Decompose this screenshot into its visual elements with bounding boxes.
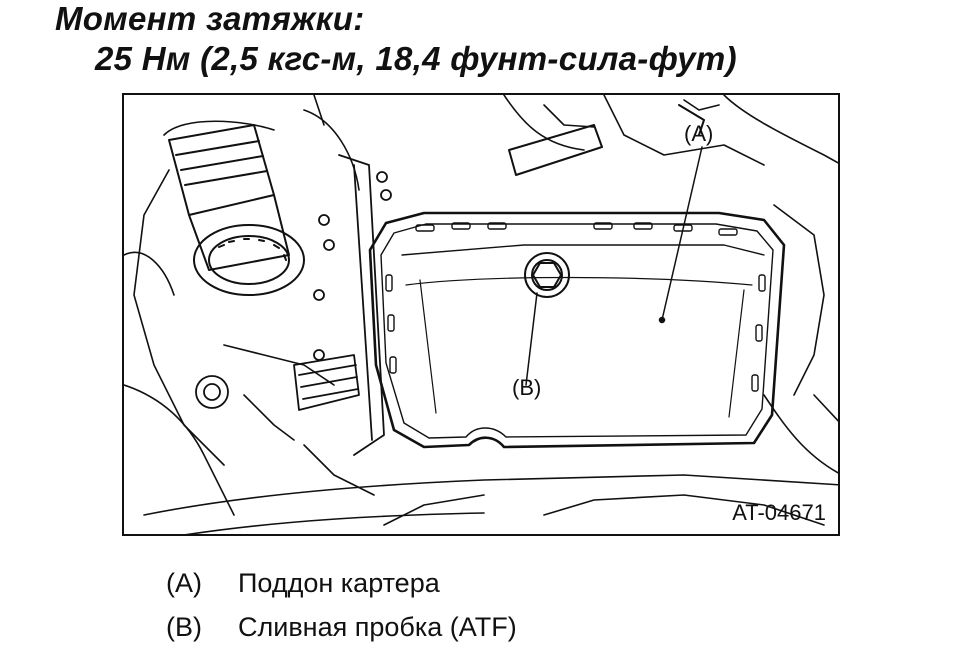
transmission-oil-pan-figure: (A) (B) AT-04671 [122, 93, 840, 536]
legend-key: (A) [166, 568, 202, 598]
background-linework [124, 95, 838, 534]
callout-leaders [525, 146, 703, 386]
upper-left-boot [168, 124, 305, 296]
oil-pan-illustration [124, 95, 838, 534]
drain-plug [524, 252, 570, 298]
legend-text: Сливная пробка (ATF) [238, 612, 517, 642]
legend-key: (B) [166, 612, 202, 642]
callout-a-label: (A) [684, 121, 714, 146]
legend-item-b: (B) Сливная пробка (ATF) [166, 612, 517, 656]
torque-title: Момент затяжки: [55, 0, 365, 37]
flange-bolts [195, 154, 392, 456]
figure-legend: (A) Поддон картера (B) Сливная пробка (A… [166, 568, 517, 656]
figure-id: AT-04671 [732, 500, 826, 525]
callout-b-label: (B) [512, 375, 542, 400]
upper-right-lever [508, 104, 705, 176]
legend-item-a: (A) Поддон картера [166, 568, 517, 612]
torque-value: 25 Нм (2,5 кгс-м, 18,4 фунт-сила-фут) [95, 40, 737, 77]
legend-text: Поддон картера [238, 568, 440, 598]
oil-pan [368, 211, 786, 449]
